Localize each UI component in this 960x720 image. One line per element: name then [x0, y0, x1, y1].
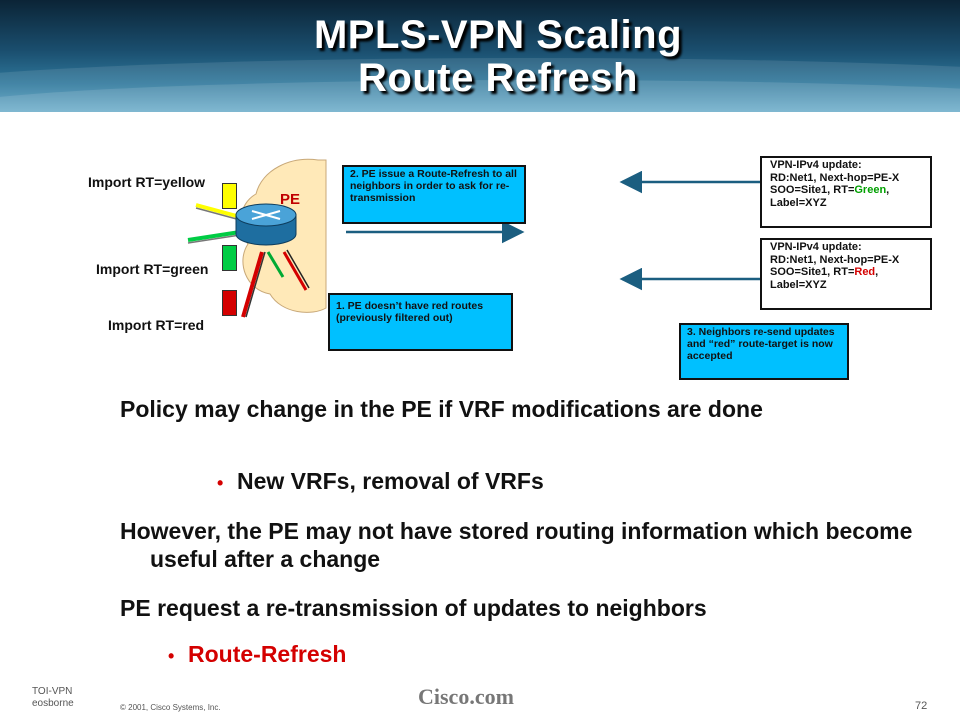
slide-subtitle: Route Refresh	[358, 56, 638, 100]
vrf-yellow-square	[222, 183, 237, 209]
update-line: RD:Net1, Next-hop=PE-X	[770, 253, 900, 266]
body-paragraph-2: However, the PE may not have stored rout…	[120, 517, 940, 573]
vrf-green-square	[222, 245, 237, 271]
update-text: SOO=Site1, RT=	[770, 266, 855, 278]
update-line: RD:Net1, Next-hop=PE-X	[770, 171, 900, 184]
pe-label: PE	[280, 191, 301, 208]
diagram-graphics	[187, 158, 760, 318]
green-link-shadow	[187, 234, 241, 244]
pe-link-black	[286, 249, 310, 289]
update-line: Label=XYZ	[770, 278, 827, 291]
update-text: SOO=Site1, RT=	[770, 184, 855, 196]
slide-title: MPLS-VPN Scaling	[313, 13, 683, 57]
footer-author: eosborne	[32, 698, 74, 709]
import-rt-red-label: Import RT=red	[108, 317, 205, 333]
vrf-red-square	[222, 290, 237, 316]
slide-header: MPLS-VPN Scaling Route Refresh	[0, 0, 960, 112]
vpn-update-green: VPN-IPv4 update: RD:Net1, Next-hop=PE-X …	[760, 156, 932, 228]
footer-course: TOI-VPN eosborne	[32, 686, 74, 710]
red-link	[241, 251, 264, 318]
pe-link-red	[282, 251, 308, 291]
update-line: SOO=Site1, RT=Green,	[770, 184, 922, 197]
update-text: ,	[886, 184, 890, 196]
rt-green: Green	[854, 184, 887, 196]
page-number: 72	[915, 700, 928, 712]
vpn-update-red: VPN-IPv4 update: RD:Net1, Next-hop=PE-X …	[760, 238, 932, 310]
bullet-item-2: • Route-Refresh	[168, 640, 346, 670]
rt-red: Red	[854, 266, 876, 278]
body-paragraph-3: PE request a re-transmission of updates …	[120, 595, 707, 621]
footer-copyright: © 2001, Cisco Systems, Inc.	[120, 703, 221, 712]
step3-box: 3. Neighbors re-send updates and “red” r…	[679, 323, 849, 380]
route-refresh-diagram: Import RT=yellow Import RT=green Import …	[0, 112, 960, 387]
bullet-text: New VRFs, removal of VRFs	[237, 468, 544, 494]
bullet-item-1: • New VRFs, removal of VRFs	[217, 467, 544, 497]
body-paragraph-1: Policy may change in the PE if VRF modif…	[120, 395, 900, 423]
router-icon	[235, 203, 297, 246]
update-line: Label=XYZ	[770, 196, 827, 209]
import-rt-yellow-label: Import RT=yellow	[88, 174, 206, 190]
update-line: SOO=Site1, RT=Red,	[770, 266, 922, 279]
pe-link-green	[266, 251, 285, 278]
green-link	[187, 230, 241, 242]
step1-box: 1. PE doesn’t have red routes (previousl…	[328, 293, 513, 351]
paragraph-text: However, the PE may not have stored rout…	[120, 518, 913, 572]
bullet-text: Route-Refresh	[188, 641, 347, 667]
bullet-dot-icon: •	[168, 646, 175, 666]
footer-course-name: TOI-VPN	[32, 686, 73, 697]
paragraph-text: Policy may change in the PE if VRF modif…	[120, 396, 763, 422]
import-rt-green-label: Import RT=green	[96, 261, 209, 277]
update-line: VPN-IPv4 update:	[770, 159, 862, 171]
step2-box: 2. PE issue a Route-Refresh to all neigh…	[342, 165, 526, 224]
update-line: VPN-IPv4 update:	[770, 241, 862, 253]
header-swoosh	[0, 58, 960, 112]
red-link-shadow	[245, 251, 266, 318]
bullet-dot-icon: •	[217, 473, 224, 493]
update-text: ,	[875, 266, 879, 278]
cisco-logo: Cisco.com	[418, 684, 514, 709]
